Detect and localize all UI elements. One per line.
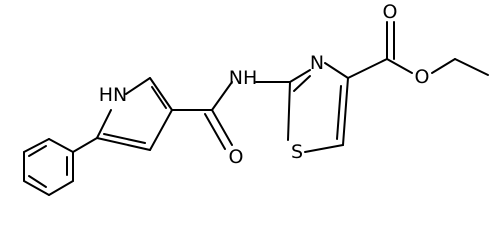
bond xyxy=(304,144,344,153)
bond xyxy=(289,69,311,83)
amide-nh-label: NH xyxy=(229,67,258,89)
bond xyxy=(211,109,233,146)
bond xyxy=(386,58,413,74)
bond xyxy=(125,77,151,95)
bond xyxy=(431,58,456,74)
bond xyxy=(336,85,342,140)
bond xyxy=(287,81,291,141)
bond xyxy=(454,58,489,76)
bond xyxy=(23,180,50,196)
thiazole-ring xyxy=(287,62,349,153)
pyrrole-ring xyxy=(96,77,173,151)
bond xyxy=(28,145,47,157)
bond xyxy=(28,175,47,188)
molecule-canvas: HN NH O N S O O xyxy=(23,1,489,196)
bond xyxy=(149,109,173,151)
bond xyxy=(149,77,173,111)
bond xyxy=(23,138,50,153)
bond xyxy=(347,58,388,79)
bond xyxy=(293,75,311,92)
bond xyxy=(96,137,151,151)
bond xyxy=(96,109,112,139)
ester-ether-oxygen-label: O xyxy=(415,66,430,88)
ester-carbonyl-oxygen-label: O xyxy=(383,1,398,23)
structure-drawing: HN NH O N S O O xyxy=(23,1,489,196)
bond xyxy=(342,77,349,146)
bond xyxy=(151,86,167,109)
bond xyxy=(48,138,74,153)
phenyl-ring xyxy=(23,138,74,196)
bond xyxy=(211,81,233,111)
bond xyxy=(48,180,74,196)
bond xyxy=(324,62,349,79)
thiazole-sulfur-label: S xyxy=(291,141,303,163)
bond xyxy=(103,133,146,144)
pyrrole-nh-label: HN xyxy=(99,84,128,106)
amide-oxygen-label: O xyxy=(229,146,244,168)
bond xyxy=(204,113,226,150)
bond xyxy=(72,137,98,153)
thiazole-nitrogen-label: N xyxy=(310,52,324,74)
